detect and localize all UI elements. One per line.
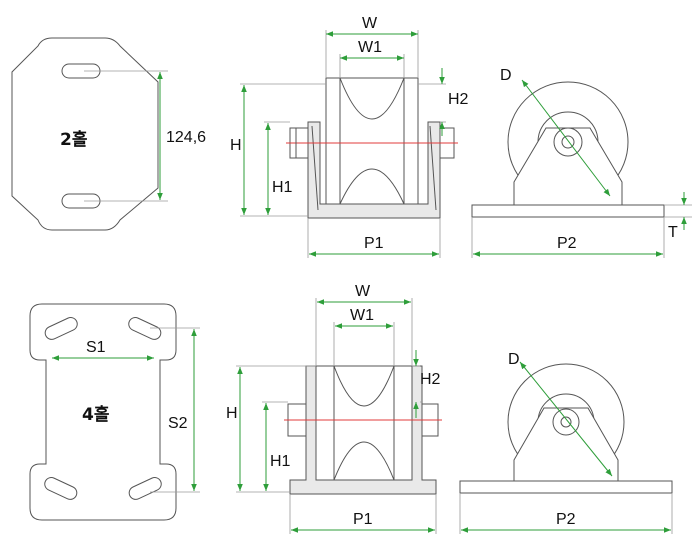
base-plate-2-hole: 2홀 [11, 37, 159, 231]
label-w1: W1 [350, 307, 374, 324]
label-t: T [668, 224, 678, 241]
label-p2: P2 [557, 235, 577, 252]
label-h1: H1 [272, 179, 293, 196]
side-view-bottom [459, 363, 673, 494]
label-s2: S2 [168, 415, 188, 432]
base-plate [459, 480, 673, 494]
label-w1: W1 [358, 39, 382, 56]
label-p1: P1 [353, 511, 373, 528]
label-h: H [226, 405, 238, 422]
front-view-bottom [284, 365, 442, 495]
base-plate [471, 204, 665, 218]
label-w: W [362, 15, 378, 32]
slot-hole [128, 317, 162, 340]
label-h2: H2 [448, 91, 469, 108]
side-view-top [471, 81, 665, 218]
dim-hole-spacing: 124,6 [84, 70, 206, 202]
hole-spacing-value: 124,6 [166, 129, 206, 146]
base-plate-4-hole: 4홀 [29, 303, 177, 521]
dims-front-top: W W1 H H1 H2 P1 [230, 15, 469, 258]
label-h2: H2 [420, 371, 441, 388]
plate-label: 2홀 [60, 129, 88, 150]
label-d: D [508, 351, 520, 368]
label-w: W [355, 283, 371, 300]
dims-front-bottom: W W1 H H1 H2 P1 [226, 283, 441, 534]
label-p1: P1 [364, 235, 384, 252]
label-h1: H1 [270, 453, 291, 470]
dims-side-bottom: D P2 [459, 351, 673, 534]
plate-label: 4홀 [82, 404, 110, 425]
slot-hole [128, 477, 162, 500]
label-d: D [500, 67, 512, 84]
label-p2: P2 [556, 511, 576, 528]
dims-4-hole: S1 S2 [52, 327, 200, 493]
label-h: H [230, 137, 242, 154]
slot-hole [44, 477, 78, 500]
label-s1: S1 [86, 339, 106, 356]
slot-hole [44, 317, 78, 340]
dims-side-top: D P2 T [471, 67, 692, 258]
front-view-top [286, 77, 458, 219]
